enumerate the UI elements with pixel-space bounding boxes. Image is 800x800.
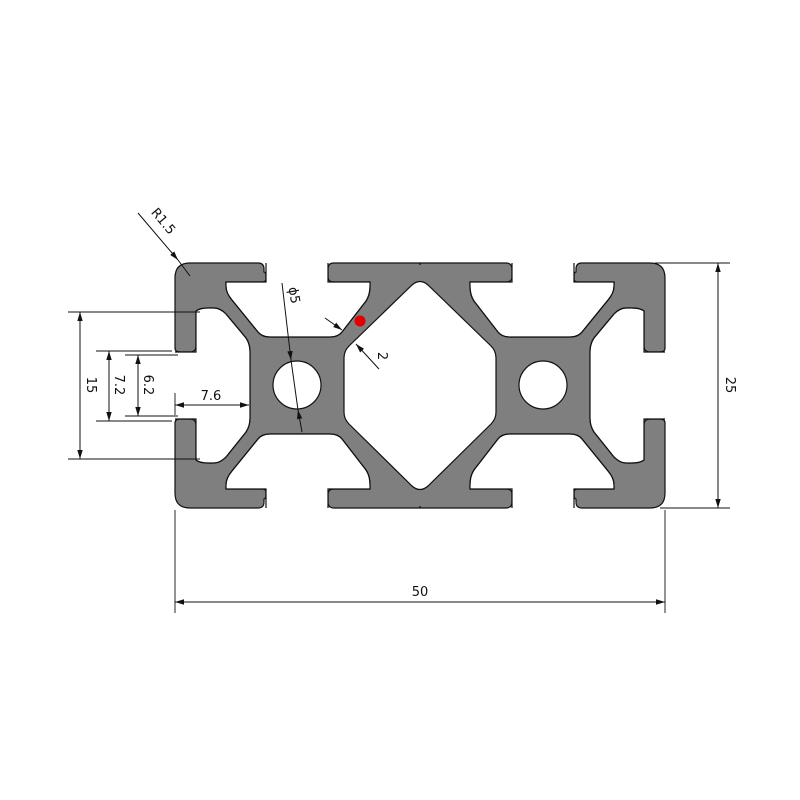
bottom-left-slot-gap — [267, 489, 327, 513]
top-left-slot-gap — [267, 258, 327, 282]
left-slot-gap — [170, 353, 195, 418]
dim-corner-radius: R1.5 — [137, 206, 191, 277]
dim-slot-depth-label: 7.6 — [201, 389, 222, 404]
dim-hole-diameter-label: ϕ5 — [285, 286, 303, 305]
dim-slot-inner: 6.2 — [125, 354, 178, 417]
top-right-slot-gap — [513, 258, 573, 282]
dim-hole-diameter: ϕ5 — [281, 282, 303, 433]
red-marker-dot — [354, 315, 366, 327]
dim-wall-thickness: 2 — [324, 317, 389, 370]
dim-height-label: 25 — [722, 377, 737, 394]
dim-slot-depth: 7.6 — [174, 389, 249, 415]
right-center-hole — [518, 360, 568, 410]
dim-wall-thickness-label: 2 — [374, 352, 389, 360]
dim-slot-inner-label: 6.2 — [140, 375, 155, 396]
dim-slot-pitch: 15 — [68, 311, 200, 460]
right-slot-gap — [645, 353, 670, 418]
left-center-hole — [272, 360, 322, 410]
dim-height: 25 — [655, 262, 737, 509]
bottom-right-slot-gap — [513, 489, 573, 513]
center-cavity — [343, 280, 497, 491]
dim-slot-outer: 7.2 — [96, 350, 172, 422]
dim-slot-outer-label: 7.2 — [111, 375, 126, 396]
slot-edges — [175, 263, 665, 508]
extrusion-profile — [170, 258, 670, 513]
dim-width-label: 50 — [412, 585, 429, 600]
dim-slot-pitch-label: 15 — [83, 377, 98, 394]
dim-corner-radius-label: R1.5 — [147, 206, 178, 238]
dim-width: 50 — [174, 510, 666, 613]
